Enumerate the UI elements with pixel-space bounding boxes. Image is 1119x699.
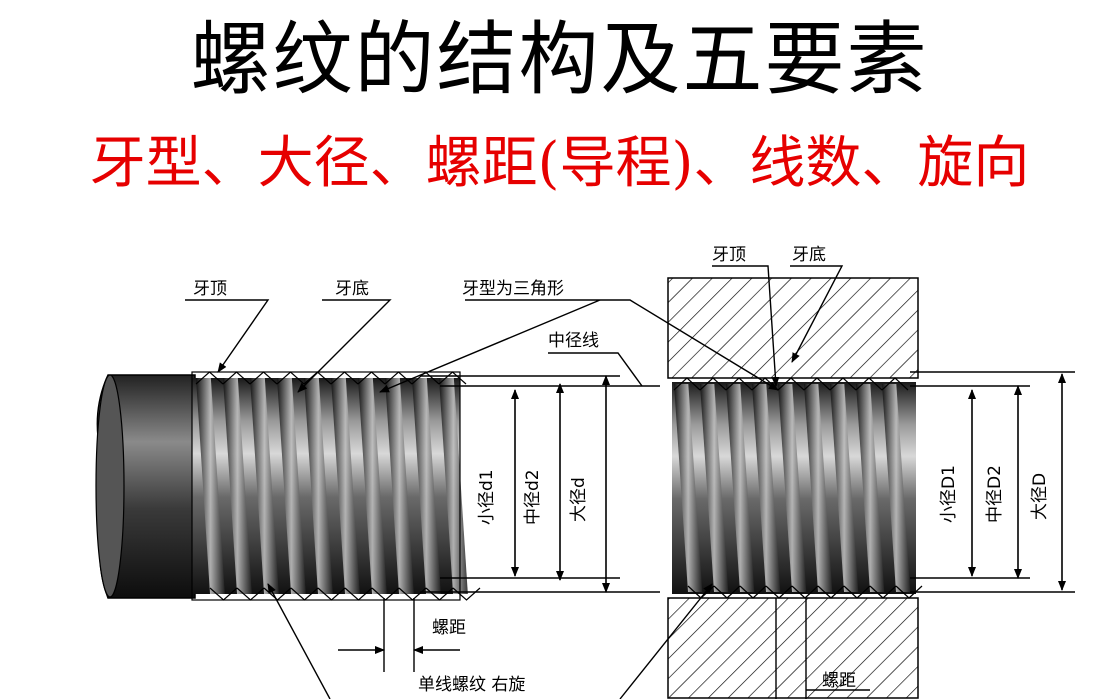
thread-crest-tooth bbox=[673, 377, 701, 391]
crest-label: 牙顶 bbox=[193, 279, 227, 299]
root-label: 牙底 bbox=[335, 279, 369, 299]
internal-minor-diameter-label: 小径D1 bbox=[939, 465, 959, 523]
nut-section-lower bbox=[667, 597, 919, 699]
internal-pitch-diameter-label: 中径D2 bbox=[985, 465, 1005, 523]
thread-flank bbox=[196, 378, 225, 594]
thread-crest-tooth bbox=[829, 377, 857, 391]
thread-flank bbox=[223, 378, 252, 594]
nut-section-upper bbox=[667, 277, 919, 379]
pitch-diameter-label: 中径d2 bbox=[523, 469, 543, 525]
thread-crest-tooth bbox=[803, 377, 831, 391]
external-labels: 牙顶 牙底 牙型为三角形 中径线 小径d1 中径d2 大径d 螺距 单线螺纹 右… bbox=[193, 279, 599, 695]
thread-flank bbox=[752, 384, 781, 592]
internal-thread bbox=[667, 277, 923, 699]
thread-root-tooth bbox=[344, 587, 373, 601]
bolt-head-face bbox=[95, 374, 125, 598]
thread-flank bbox=[385, 378, 414, 594]
thread-crest-tooth bbox=[725, 377, 753, 391]
thread-crest-tooth bbox=[357, 371, 386, 385]
thread-flank bbox=[277, 378, 306, 594]
thread-crest-tooth bbox=[855, 377, 883, 391]
nut-thread-teeth bbox=[673, 377, 923, 599]
thread-flank bbox=[674, 384, 703, 592]
thread-root-tooth bbox=[895, 585, 923, 599]
thread-flank bbox=[882, 384, 911, 592]
thread-flank bbox=[700, 384, 729, 592]
thread-flank bbox=[856, 384, 885, 592]
thread-crest-tooth bbox=[438, 371, 467, 385]
thread-root-tooth bbox=[869, 585, 897, 599]
bolt-thread-flanks bbox=[196, 378, 468, 594]
thread-flank bbox=[830, 384, 859, 592]
internal-dimensions bbox=[968, 373, 1066, 591]
internal-root-label: 牙底 bbox=[792, 245, 826, 265]
thread-crest-tooth bbox=[777, 377, 805, 391]
page-subtitle: 牙型、大径、螺距(导程)、线数、旋向 bbox=[89, 131, 1030, 196]
leader-lines bbox=[185, 265, 870, 699]
thread-flank bbox=[726, 384, 755, 592]
thread-root-tooth bbox=[843, 585, 871, 599]
major-diameter-label: 大径d bbox=[569, 477, 589, 522]
thread-flank bbox=[358, 378, 387, 594]
minor-diameter-label: 小径d1 bbox=[477, 469, 497, 525]
thread-flank bbox=[331, 378, 360, 594]
thread-crest-tooth bbox=[881, 377, 909, 391]
thread-root-tooth bbox=[290, 587, 319, 601]
thread-root-tooth bbox=[817, 585, 845, 599]
thread-root-tooth bbox=[236, 587, 265, 601]
internal-pitch-label: 螺距 bbox=[822, 671, 856, 691]
thread-crest-tooth bbox=[276, 371, 305, 385]
thread-crest-tooth bbox=[195, 371, 224, 385]
thread-root-tooth bbox=[371, 587, 400, 601]
thread-root-tooth bbox=[765, 585, 793, 599]
thread-type-label: 单线螺纹 右旋 bbox=[418, 675, 525, 695]
external-dimensions bbox=[511, 375, 610, 593]
thread-root-tooth bbox=[791, 585, 819, 599]
internal-crest-label: 牙顶 bbox=[712, 245, 746, 265]
thread-flank bbox=[439, 378, 468, 594]
external-thread bbox=[95, 371, 481, 601]
thread-crest-tooth bbox=[330, 371, 359, 385]
thread-flank bbox=[804, 384, 833, 592]
reference-lines bbox=[420, 371, 1075, 593]
thread-root-tooth bbox=[713, 585, 741, 599]
thread-flank bbox=[304, 378, 333, 594]
profile-label: 牙型为三角形 bbox=[462, 279, 564, 299]
thread-crest-tooth bbox=[249, 371, 278, 385]
internal-labels: 牙顶 牙底 小径D1 中径D2 大径D 螺距 bbox=[712, 245, 1050, 691]
pitch-label: 螺距 bbox=[432, 618, 466, 638]
pitch-line-label: 中径线 bbox=[548, 331, 599, 351]
thread-flank bbox=[250, 378, 279, 594]
thread-flank bbox=[412, 378, 441, 594]
nut-thread-flanks bbox=[674, 384, 911, 592]
internal-major-diameter-label: 大径D bbox=[1030, 473, 1050, 520]
thread-crest-tooth bbox=[699, 377, 727, 391]
thread-crest-tooth bbox=[222, 371, 251, 385]
thread-crest-tooth bbox=[411, 371, 440, 385]
thread-root-tooth bbox=[209, 587, 238, 601]
page-title: 螺纹的结构及五要素 bbox=[190, 13, 929, 106]
thread-flank bbox=[778, 384, 807, 592]
thread-root-tooth bbox=[317, 587, 346, 601]
thread-root-tooth bbox=[739, 585, 767, 599]
